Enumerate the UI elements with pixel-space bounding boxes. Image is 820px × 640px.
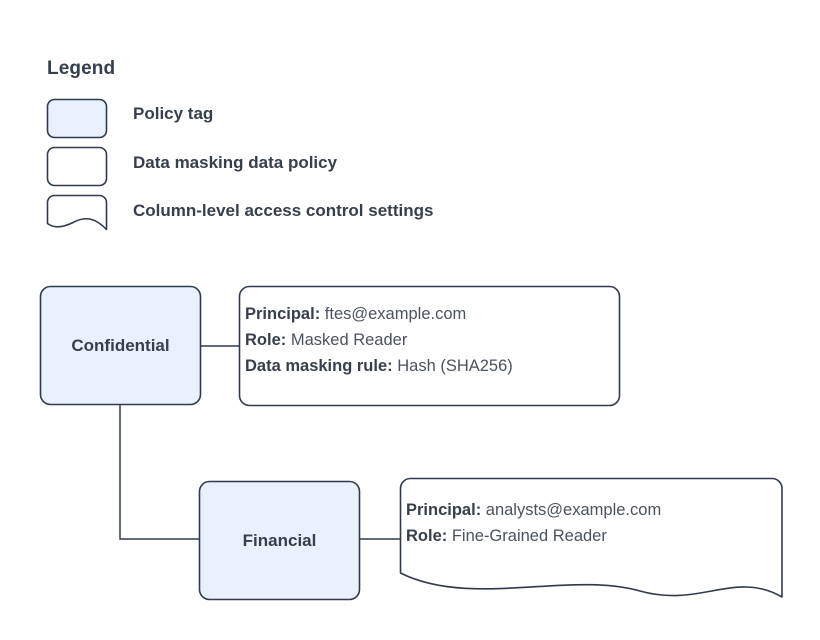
policy-value: ftes@example.com <box>324 305 467 323</box>
policy-key: Role: <box>406 527 448 545</box>
policy-line: Role: Masked Reader <box>245 327 513 353</box>
legend-title: Legend <box>47 58 116 79</box>
node-confidential-label: Confidential <box>71 336 170 355</box>
policy-value: Fine-Grained Reader <box>451 527 607 545</box>
node-financial-label: Financial <box>242 531 317 550</box>
policy-key: Principal: <box>406 501 482 519</box>
policy-box-data-masking[interactable] <box>238 285 621 407</box>
legend-swatch-policy-tag <box>46 98 108 139</box>
connector-confidential-to-financial <box>119 405 199 540</box>
policy-box-column-level-access[interactable] <box>399 477 783 598</box>
legend-swatch-column-level-access <box>46 194 108 231</box>
policy-value: Hash (SHA256) <box>397 357 513 375</box>
node-financial[interactable] <box>198 480 361 601</box>
policy-value: analysts@example.com <box>485 501 662 519</box>
policy-line: Role: Fine-Grained Reader <box>406 523 661 549</box>
policy-line: Principal: ftes@example.com <box>245 301 513 327</box>
legend-label-data-masking-policy: Data masking data policy <box>133 153 338 172</box>
legend-label-policy-tag: Policy tag <box>133 104 214 123</box>
policy-box-column-level-access-content: Principal: analysts@example.com Role: Fi… <box>406 497 661 549</box>
policy-line: Principal: analysts@example.com <box>406 497 661 523</box>
legend-label-column-level-access: Column-level access control settings <box>133 201 434 220</box>
policy-key: Principal: <box>245 305 321 323</box>
policy-value: Masked Reader <box>290 331 408 349</box>
policy-line: Data masking rule: Hash (SHA256) <box>245 353 513 379</box>
legend-swatch-data-masking-policy <box>46 146 108 187</box>
node-confidential[interactable] <box>39 285 202 406</box>
policy-key: Data masking rule: <box>245 357 393 375</box>
policy-key: Role: <box>245 331 287 349</box>
policy-box-data-masking-content: Principal: ftes@example.com Role: Masked… <box>245 301 513 379</box>
